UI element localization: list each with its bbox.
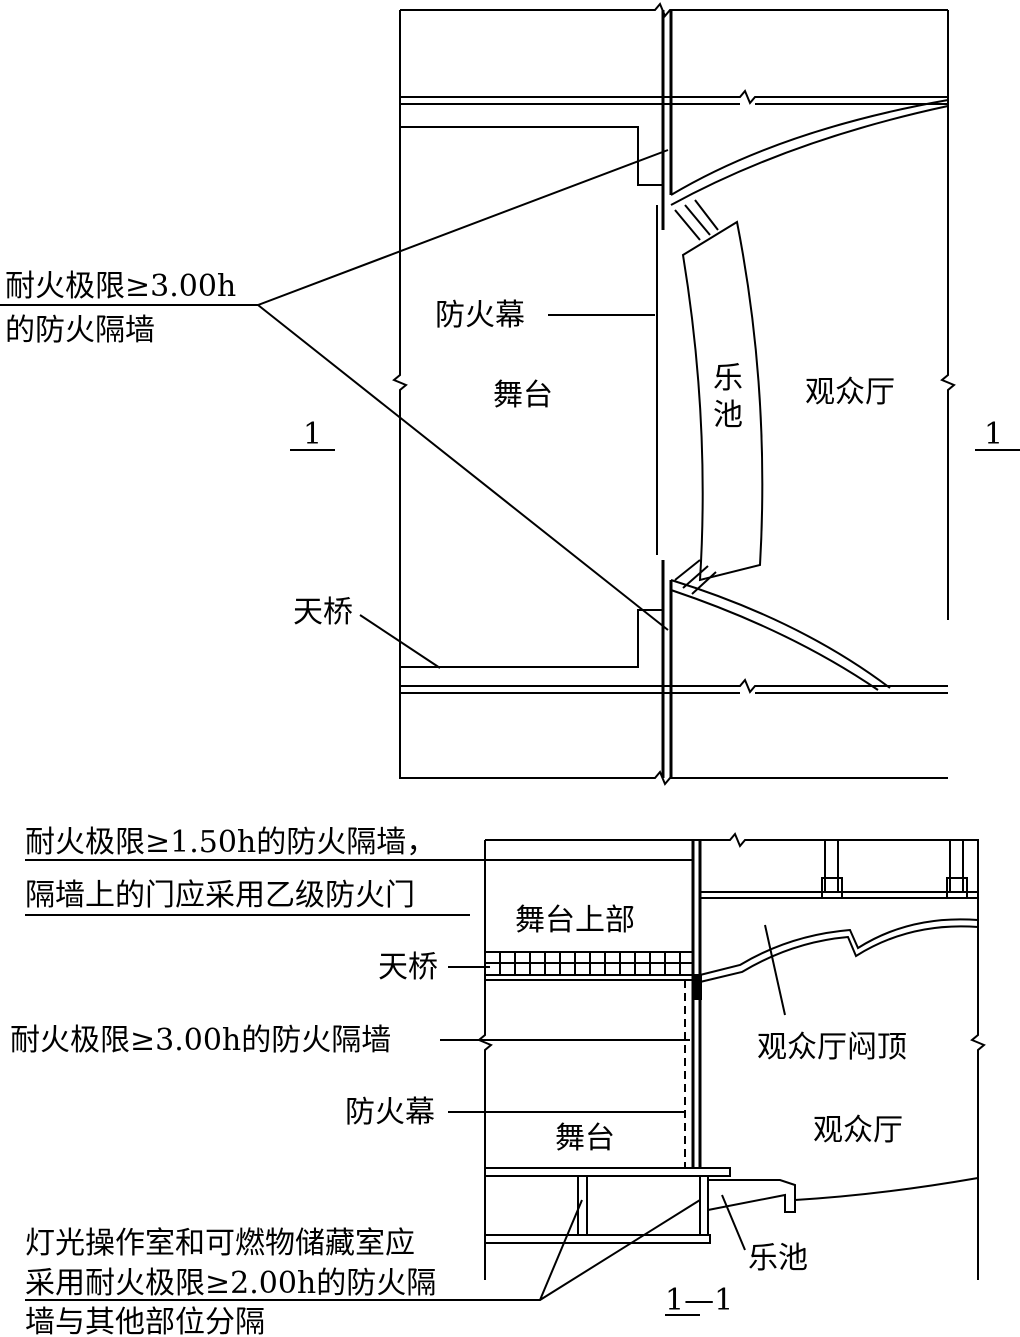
plan-auditorium-label: 观众厅	[805, 375, 895, 410]
section-room-label-3: 墙与其他部位分隔	[25, 1305, 265, 1337]
plan-catwalk-label: 天桥	[293, 595, 353, 630]
section-room-label-1: 灯光操作室和可燃物储藏室应	[25, 1226, 415, 1261]
section-upper-wall-label-2: 隔墙上的门应采用乙级防火门	[25, 878, 415, 913]
plan-stage-label: 舞台	[493, 378, 553, 413]
leader-lines-section	[25, 859, 786, 1316]
wall-door-block	[692, 975, 702, 1000]
section-stage-label: 舞台	[555, 1121, 615, 1156]
section-orchestra-pit	[707, 1177, 979, 1213]
section-stage-floor	[485, 1167, 731, 1177]
roof-trusses	[821, 840, 968, 899]
catwalk-bottom	[400, 609, 663, 668]
section-mark-right: 1	[984, 417, 1003, 452]
plan-view: 耐火极限≥3.00h 的防火隔墙 防火幕 舞台 乐 池 观众厅 1 1 天桥	[0, 2, 1020, 786]
plan-pit-label-1: 乐	[713, 361, 743, 396]
plan-fire-curtain-label: 防火幕	[435, 298, 525, 333]
section-stage-upper-label: 舞台上部	[515, 903, 635, 938]
auditorium-ceiling	[699, 918, 979, 983]
pit-steps	[674, 199, 719, 595]
proscenium-wall-bottom	[661, 560, 673, 778]
orchestra-pit-outline	[681, 220, 764, 582]
plan-wall-label-2: 的防火隔墙	[5, 313, 155, 348]
leader-lines-plan	[0, 149, 669, 669]
section-outline	[477, 832, 986, 1280]
section-view: 耐火极限≥1.50h的防火隔墙， 隔墙上的门应采用乙级防火门 舞台上部 天桥 耐…	[10, 825, 986, 1337]
under-stage-rooms	[485, 1176, 711, 1244]
section-proscenium-wall	[691, 840, 702, 1168]
section-wall-300-label: 耐火极限≥3.00h的防火隔墙	[10, 1023, 391, 1058]
plan-bottom-wall	[400, 678, 948, 694]
section-pit-label: 乐池	[748, 1241, 808, 1276]
plan-wall-label-1: 耐火极限≥3.00h	[5, 269, 236, 304]
section-fire-curtain-label: 防火幕	[345, 1095, 435, 1130]
section-upper-wall-label-1: 耐火极限≥1.50h的防火隔墙，	[25, 825, 436, 860]
section-catwalk-grid	[485, 951, 700, 981]
section-title: 1—1	[665, 1283, 733, 1318]
plan-top-wall	[400, 89, 948, 105]
section-catwalk-label: 天桥	[378, 950, 438, 985]
section-mark-left: 1	[303, 417, 322, 452]
auditorium-wall-bottom	[670, 579, 891, 691]
section-room-label-2: 采用耐火极限≥2.00h的防火隔	[25, 1266, 436, 1301]
proscenium-wall-top	[661, 10, 673, 230]
catwalk-top	[400, 126, 663, 186]
plan-pit-label-2: 池	[713, 398, 743, 433]
section-auditorium-label: 观众厅	[813, 1113, 903, 1148]
section-ceiling-label: 观众厅闷顶	[757, 1030, 907, 1065]
auditorium-wall-top	[670, 99, 949, 206]
